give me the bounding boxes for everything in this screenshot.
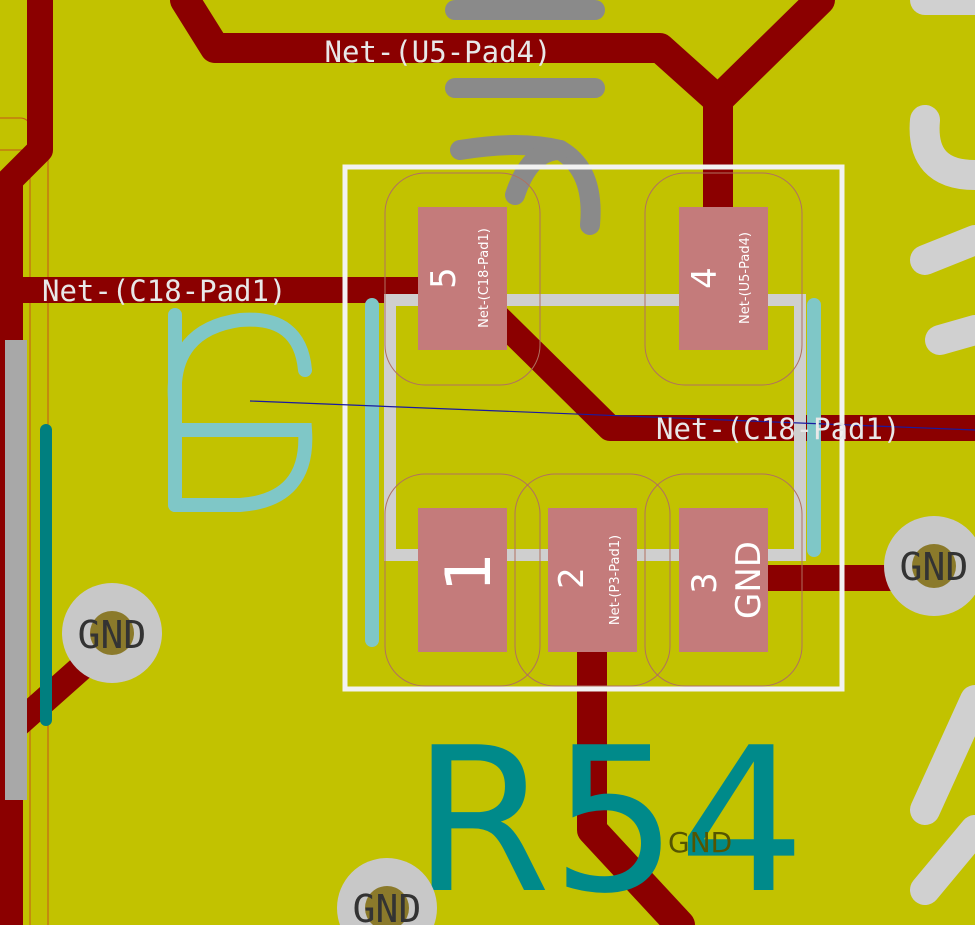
pad-5-number: 5 bbox=[424, 267, 464, 289]
pad-5[interactable] bbox=[418, 207, 507, 350]
fab-outline bbox=[384, 294, 806, 561]
pad-2-net: Net-(P3-Pad1) bbox=[608, 535, 623, 625]
pad-3-number: 3 bbox=[685, 572, 725, 594]
component-ref-r54: R54 bbox=[412, 705, 805, 925]
pad-3-net: GND bbox=[729, 541, 769, 619]
pad-2-number: 2 bbox=[552, 567, 592, 589]
pad-1[interactable] bbox=[418, 508, 507, 652]
pad-courtyards bbox=[384, 172, 803, 687]
pad-4[interactable] bbox=[679, 207, 768, 350]
pad-2[interactable] bbox=[548, 508, 637, 652]
net-label-top: Net-(U5-Pad4) bbox=[325, 35, 552, 69]
pad-3[interactable] bbox=[679, 508, 768, 652]
via-gnd-left[interactable]: GND bbox=[62, 583, 162, 683]
via-gnd-bottom-label: GND bbox=[353, 887, 422, 925]
via-gnd-left-label: GND bbox=[78, 613, 147, 657]
pad-5-net: Net-(C18-Pad1) bbox=[477, 228, 492, 328]
fab-lines bbox=[167, 298, 821, 647]
courtyard-outline bbox=[342, 164, 845, 692]
via-gnd-right[interactable]: GND bbox=[884, 516, 975, 616]
silk-bar bbox=[5, 340, 27, 800]
via-gnd-bottom[interactable]: GND bbox=[337, 858, 437, 925]
pad-4-number: 4 bbox=[685, 267, 725, 289]
net-label-left: Net-(C18-Pad1) bbox=[42, 274, 286, 308]
gray-side-text bbox=[909, 0, 975, 905]
ratsnest-line bbox=[249, 400, 975, 431]
via-gnd-right-label: GND bbox=[900, 545, 969, 589]
pad-1-number: 1 bbox=[432, 552, 505, 591]
pad-4-net: Net-(U5-Pad4) bbox=[738, 232, 753, 324]
net-label-right: Net-(C18-Pad1) bbox=[656, 412, 900, 446]
small-gnd-text: GND bbox=[668, 826, 732, 859]
